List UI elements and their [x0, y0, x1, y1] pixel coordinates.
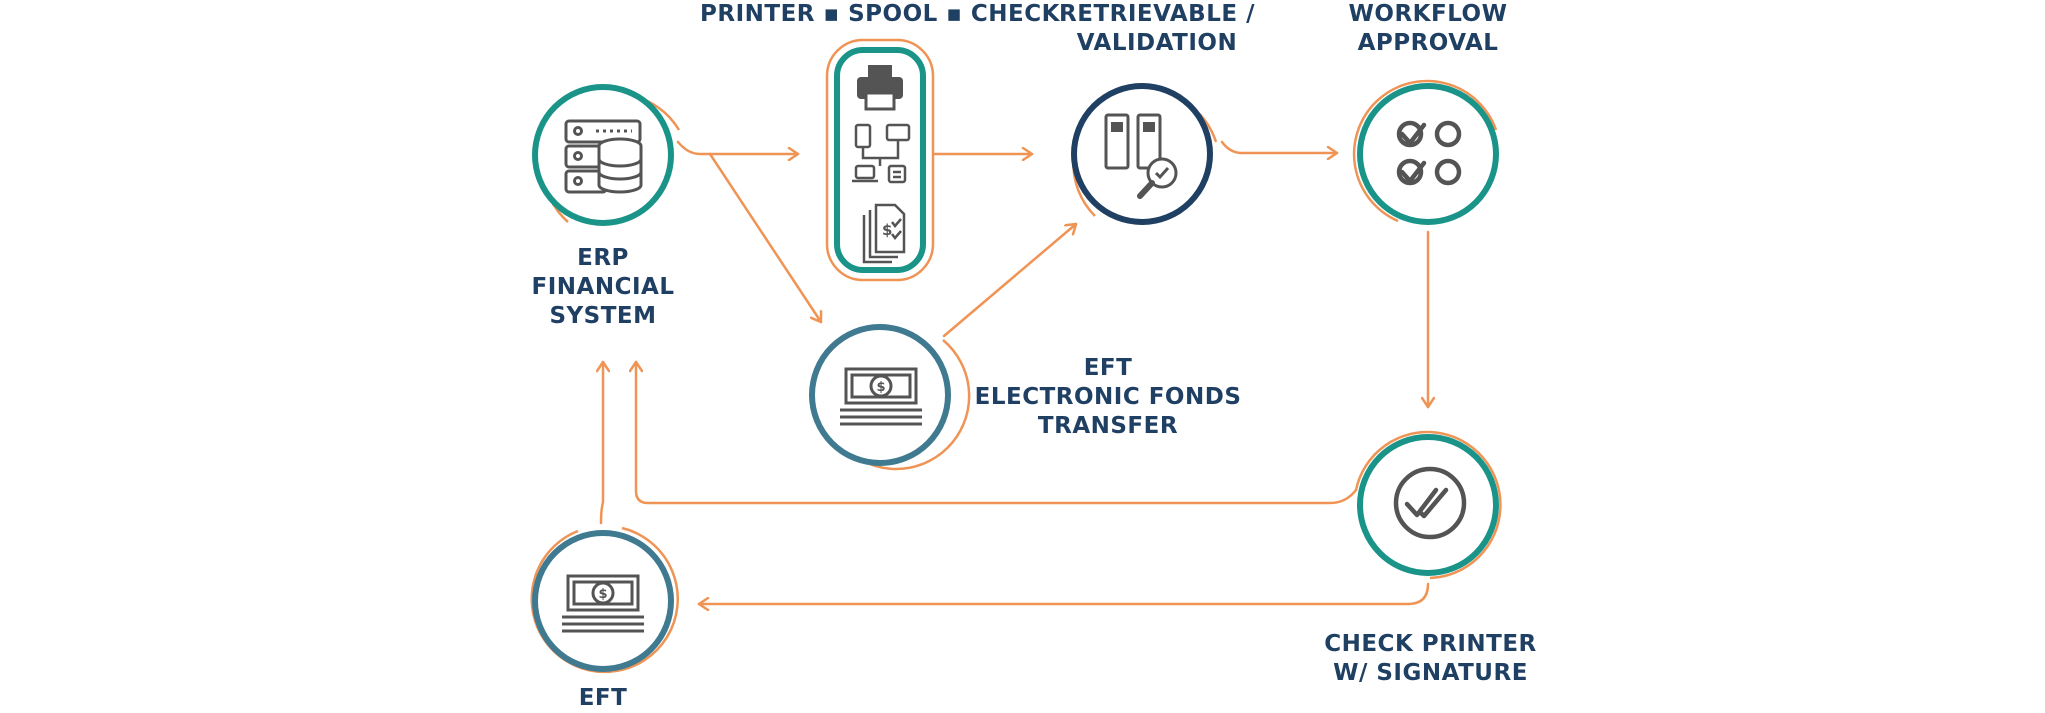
label-line: WORKFLOW — [1348, 1, 1508, 27]
label-eft-bottom: EFT — [503, 684, 703, 713]
label-line: SYSTEM — [549, 303, 657, 329]
label-line: APPROVAL — [1357, 30, 1499, 56]
arrow-check-printer-to-eft — [697, 582, 1430, 604]
svg-text:$: $ — [598, 587, 607, 602]
label-line: TRANSFER — [1037, 413, 1179, 439]
label-line: ERP — [577, 245, 629, 271]
label-line: FINANCIAL — [531, 274, 675, 300]
printer-spool-node: $ — [825, 38, 935, 282]
arrow-eft-to-retrievable — [942, 222, 1078, 338]
label-retrievable: RETRIEVABLE / VALIDATION — [1027, 0, 1287, 58]
file-cabinet-magnifier-icon — [1104, 113, 1178, 199]
server-database-icon — [564, 119, 643, 194]
arrow-check-printer-to-erp — [636, 360, 1358, 505]
retrievable-node — [1071, 83, 1218, 225]
arrow-eft-to-erp — [601, 360, 603, 525]
label-line: CHECK PRINTER — [1324, 631, 1537, 657]
printer-icon — [857, 65, 903, 111]
svg-text:$: $ — [876, 380, 885, 395]
label-line: ELECTRONIC FONDS — [974, 384, 1242, 410]
label-line: RETRIEVABLE / — [1059, 1, 1255, 27]
workflow-node — [1352, 79, 1499, 225]
label-line: EFT — [1083, 355, 1133, 381]
eft-bottom-node: $ — [530, 526, 679, 674]
erp-node — [532, 84, 681, 226]
money-bill-icon — [840, 367, 922, 426]
eft-transfer-node: $ — [809, 324, 971, 471]
label-eft-transfer: EFT ELECTRONIC FONDS TRANSFER — [958, 354, 1258, 441]
arrow-erp-to-printer — [676, 140, 800, 154]
label-line: PRINTER ▪ SPOOL ▪ CHECK — [700, 1, 1060, 27]
money-bill-icon — [562, 574, 644, 633]
double-check-icon — [1393, 466, 1467, 540]
label-workflow: WORKFLOW APPROVAL — [1298, 0, 1558, 58]
label-erp: ERP FINANCIAL SYSTEM — [503, 244, 703, 331]
svg-text:$: $ — [882, 221, 892, 239]
arrow-erp-to-eft — [708, 152, 821, 324]
check-documents-icon: $ — [862, 203, 906, 264]
label-line: W/ SIGNATURE — [1333, 660, 1528, 686]
label-line: VALIDATION — [1076, 30, 1238, 56]
arrow-retrievable-to-workflow — [1220, 140, 1339, 153]
approval-checklist-icon — [1396, 120, 1462, 186]
label-check-printer: CHECK PRINTER W/ SIGNATURE — [1298, 630, 1563, 688]
network-computers-icon — [852, 123, 911, 184]
label-printer-spool: PRINTER ▪ SPOOL ▪ CHECK — [680, 0, 1080, 29]
label-line: EFT — [578, 685, 628, 711]
check-printer-node — [1354, 430, 1502, 580]
